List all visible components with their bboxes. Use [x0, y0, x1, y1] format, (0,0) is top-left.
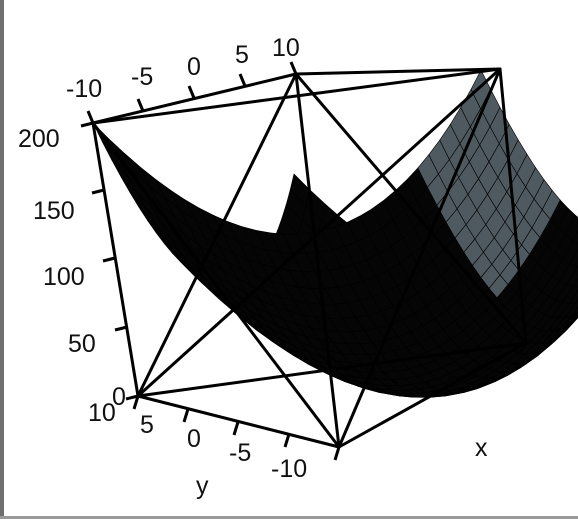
z-tick-mark-50	[114, 325, 128, 332]
box-diagonal-1	[136, 73, 298, 397]
z-axis: 200 150 100 50 0	[18, 121, 139, 411]
top-tick-label: -5	[131, 63, 153, 91]
box-diagonal-6	[337, 68, 502, 448]
bounding-box	[91, 67, 528, 449]
box-edge-top-back	[91, 67, 502, 125]
y-tick-mark-0	[232, 421, 240, 436]
box-edge-bottom-back	[136, 341, 528, 398]
z-tick-label: 50	[68, 330, 96, 358]
box-edge-top-front	[91, 72, 298, 125]
y-axis: 10 5 0 -5 -10 y	[88, 395, 341, 500]
window-border-left	[0, 0, 4, 519]
y-tick-mark-5	[182, 408, 190, 423]
top-tick-mark	[238, 73, 247, 87]
box-diagonal-3	[294, 73, 528, 344]
z-tick-mark-100	[102, 256, 116, 263]
box-edge-left	[91, 121, 140, 398]
y-tick-label: 0	[187, 425, 201, 453]
top-tick-label: -10	[66, 75, 102, 103]
z-tick-label: 100	[43, 263, 85, 291]
y-tick-label: 5	[140, 411, 154, 439]
z-tick-mark-0	[125, 394, 139, 401]
y-tick-mark-10	[132, 395, 140, 410]
top-tick-mark	[86, 110, 95, 124]
box-edge-bottom-left	[136, 394, 341, 449]
x-axis-title: x	[475, 434, 488, 462]
y-tick-label: -10	[271, 455, 307, 483]
top-tick-mark	[136, 98, 145, 112]
top-tick-label: 10	[272, 34, 300, 62]
top-tick-mark	[187, 85, 196, 99]
z-tick-mark-200	[80, 121, 94, 128]
y-axis-title: y	[196, 472, 209, 500]
box-diagonal-4	[91, 122, 341, 448]
z-tick-mark-150	[91, 188, 105, 195]
z-tick-label: 0	[112, 383, 126, 411]
box-edge-right	[498, 67, 528, 345]
y-tick-label: 10	[88, 399, 116, 427]
y-tick-mark-neg10	[333, 446, 341, 461]
z-tick-label: 150	[33, 197, 75, 225]
window-border-bottom	[0, 516, 578, 519]
top-tick-mark	[289, 61, 298, 75]
top-tick-label: 5	[235, 41, 249, 69]
box-edge-bottom-right	[337, 341, 528, 449]
top-axis: -10 -5 0 5 10	[66, 34, 300, 124]
y-tick-mark-neg5	[283, 433, 291, 448]
top-tick-label: 0	[187, 53, 201, 81]
box-diagonal-2	[294, 73, 341, 448]
z-tick-label: 200	[18, 125, 60, 153]
box-edge-top-right	[294, 67, 502, 76]
box-diagonal-5	[136, 67, 502, 398]
y-tick-label: -5	[229, 439, 251, 467]
